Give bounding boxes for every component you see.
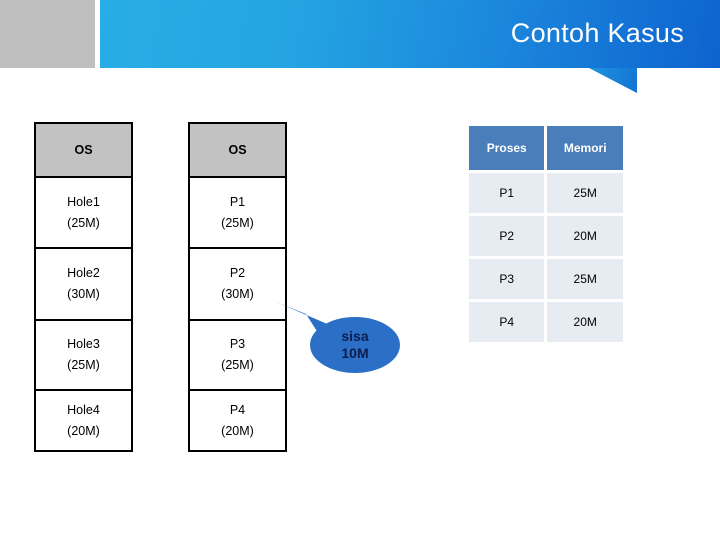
table-row: P2 20M <box>469 216 623 256</box>
memory-cell-label: Hole2 <box>67 266 100 281</box>
table-header-row: Proses Memori <box>469 126 623 170</box>
callout-line-1: sisa <box>341 327 369 344</box>
cell-memori: 25M <box>547 173 623 213</box>
memory-cell-label: P4 <box>229 402 246 417</box>
memory-cell-hole2: Hole2 (30M) <box>36 249 131 321</box>
column-header-memori: Memori <box>547 126 623 170</box>
memory-cell-size: (25M) <box>221 358 254 372</box>
cell-memori: 20M <box>547 216 623 256</box>
memory-cell-size: (25M) <box>67 215 100 230</box>
cell-memori: 20M <box>547 302 623 342</box>
table-row: P1 25M <box>469 173 623 213</box>
memory-cell-hole3: Hole3 (25M) <box>36 321 131 391</box>
table-row: P3 25M <box>469 259 623 299</box>
memory-cell-label: Hole3 <box>67 337 100 352</box>
memory-cell-label: Hole4 <box>67 402 100 417</box>
cell-proses: P3 <box>469 259 545 299</box>
memory-cell-label: P2 <box>229 266 246 281</box>
process-memory-table: Proses Memori P1 25M P2 20M P3 25M P4 20… <box>466 123 626 345</box>
memory-cell-size: (30M) <box>67 287 100 301</box>
cell-proses: P1 <box>469 173 545 213</box>
memory-cell-p1: P1 (25M) <box>190 178 285 249</box>
callout-line-2: 10M <box>341 345 369 361</box>
memory-cell-size: (20M) <box>221 423 254 438</box>
memory-cell-hole1: Hole1 (25M) <box>36 178 131 249</box>
memory-column-processes: OS P1 (25M) P2 (30M) P3 (25M) P4 (20M) <box>188 122 287 452</box>
header-grey-block <box>0 0 95 68</box>
memory-cell-label: Hole1 <box>67 194 100 209</box>
memory-cell-label: P3 <box>229 337 246 352</box>
cell-proses: P4 <box>469 302 545 342</box>
callout-sisa: sisa 10M <box>310 317 400 373</box>
memory-cell-label: P1 <box>229 194 246 209</box>
column-header-proses: Proses <box>469 126 545 170</box>
memory-cell-label: OS <box>74 142 93 157</box>
memory-cell-size: (30M) <box>221 287 254 301</box>
table-row: P4 20M <box>469 302 623 342</box>
memory-cell-size: (20M) <box>67 423 100 438</box>
header-banner <box>100 0 720 68</box>
memory-cell-p3: P3 (25M) <box>190 321 285 391</box>
memory-cell-size: (25M) <box>221 215 254 230</box>
memory-cell-os: OS <box>36 124 131 178</box>
memory-cell-p2: P2 (30M) <box>190 249 285 321</box>
cell-memori: 25M <box>547 259 623 299</box>
memory-cell-p4: P4 (20M) <box>190 391 285 450</box>
page-title: Contoh Kasus <box>510 18 684 48</box>
memory-cell-size: (25M) <box>67 358 100 372</box>
header-banner-notch <box>589 68 637 93</box>
cell-proses: P2 <box>469 216 545 256</box>
memory-cell-os: OS <box>190 124 285 178</box>
memory-cell-hole4: Hole4 (20M) <box>36 391 131 450</box>
memory-cell-label: OS <box>228 142 247 157</box>
memory-column-holes: OS Hole1 (25M) Hole2 (30M) Hole3 (25M) H… <box>34 122 133 452</box>
